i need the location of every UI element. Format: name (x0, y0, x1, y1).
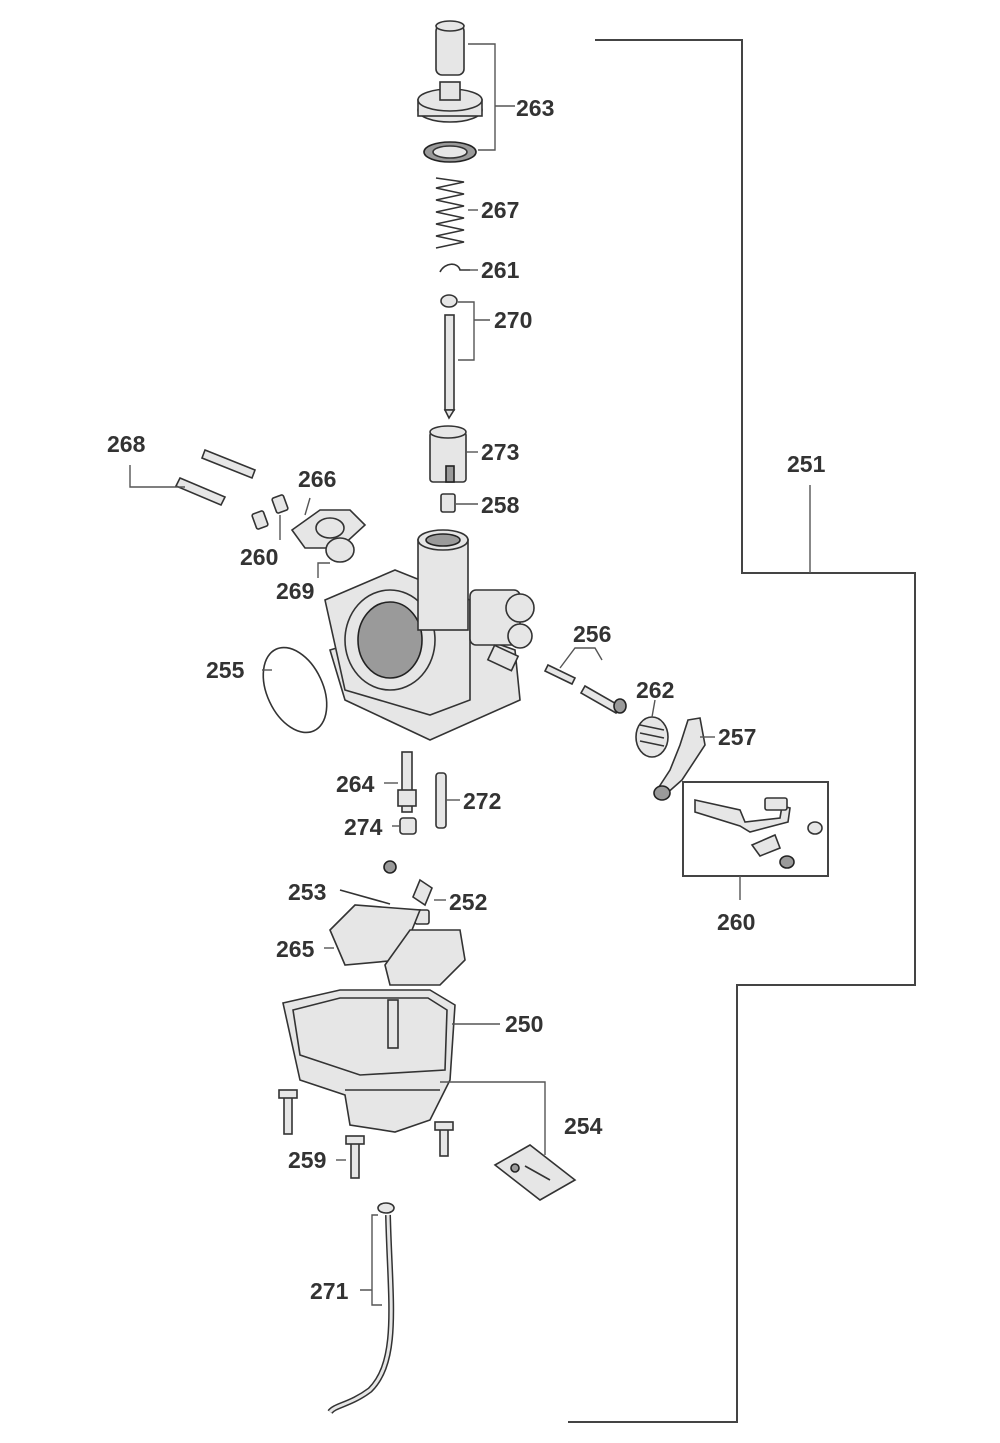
part-272-needle-jet (435, 772, 447, 829)
leader-262 (651, 699, 656, 718)
callout-256: 256 (573, 621, 611, 647)
callout-254: 254 (564, 1113, 603, 1139)
leader-268 (129, 465, 185, 488)
callout-260-upper: 260 (240, 544, 278, 570)
leader-263 (468, 43, 515, 151)
callout-260-lower: 260 (717, 909, 755, 935)
part-261-clip (439, 263, 470, 273)
callout-250: 250 (505, 1011, 543, 1037)
part-263-cap (417, 20, 483, 163)
callout-262: 262 (636, 677, 674, 703)
callout-253: 253 (288, 879, 326, 905)
leader-271 (360, 1214, 382, 1306)
callout-255: 255 (206, 657, 245, 683)
carburetor-body (324, 529, 535, 741)
callout-252: 252 (449, 889, 487, 915)
part-260-screws-left (251, 494, 289, 530)
callout-273: 273 (481, 439, 519, 465)
callout-272: 272 (463, 788, 501, 814)
callout-274: 274 (344, 814, 383, 840)
leader-269 (317, 562, 330, 578)
part-270-needle (440, 294, 458, 420)
part-269-plug (325, 537, 355, 563)
part-264-jet (397, 751, 417, 813)
part-274-washer (399, 817, 417, 835)
leader-270 (458, 301, 490, 361)
callout-258: 258 (481, 492, 520, 518)
part-266-flange (290, 509, 367, 549)
callout-268: 268 (107, 431, 146, 457)
callout-267: 267 (481, 197, 519, 223)
part-271-hose (327, 1202, 395, 1415)
callout-264: 264 (336, 771, 375, 797)
part-260-kit-box (682, 781, 829, 877)
callout-261: 261 (481, 257, 520, 283)
part-262-spring (635, 716, 669, 758)
part-257-lever (653, 717, 706, 801)
callout-269: 269 (276, 578, 314, 604)
part-273-slide (429, 425, 467, 483)
part-250-float-bowl (282, 989, 456, 1133)
callout-257: 257 (718, 724, 756, 750)
part-253-pin (339, 889, 391, 905)
leader-266 (304, 497, 311, 516)
callout-271: 271 (310, 1278, 349, 1304)
leader-256 (559, 647, 603, 669)
part-256-screws (543, 663, 627, 715)
part-255-oring (262, 646, 328, 734)
callout-270: 270 (494, 307, 532, 333)
leader-254 (440, 1081, 546, 1155)
part-254-drain-kit (493, 1144, 577, 1201)
assembly-bracket-251 (568, 39, 916, 1423)
callout-259: 259 (288, 1147, 326, 1173)
part-260-kit-contents (694, 797, 823, 869)
callout-265: 265 (276, 936, 315, 962)
part-265-float (329, 904, 466, 986)
callout-263: 263 (516, 95, 554, 121)
callout-251: 251 (787, 451, 826, 477)
part-259-screws (278, 1089, 454, 1179)
callout-266: 266 (298, 466, 336, 492)
part-268-screws (174, 448, 257, 507)
part-small-nut (383, 860, 397, 874)
part-267-spring (435, 177, 465, 249)
part-258-jet (440, 493, 456, 513)
